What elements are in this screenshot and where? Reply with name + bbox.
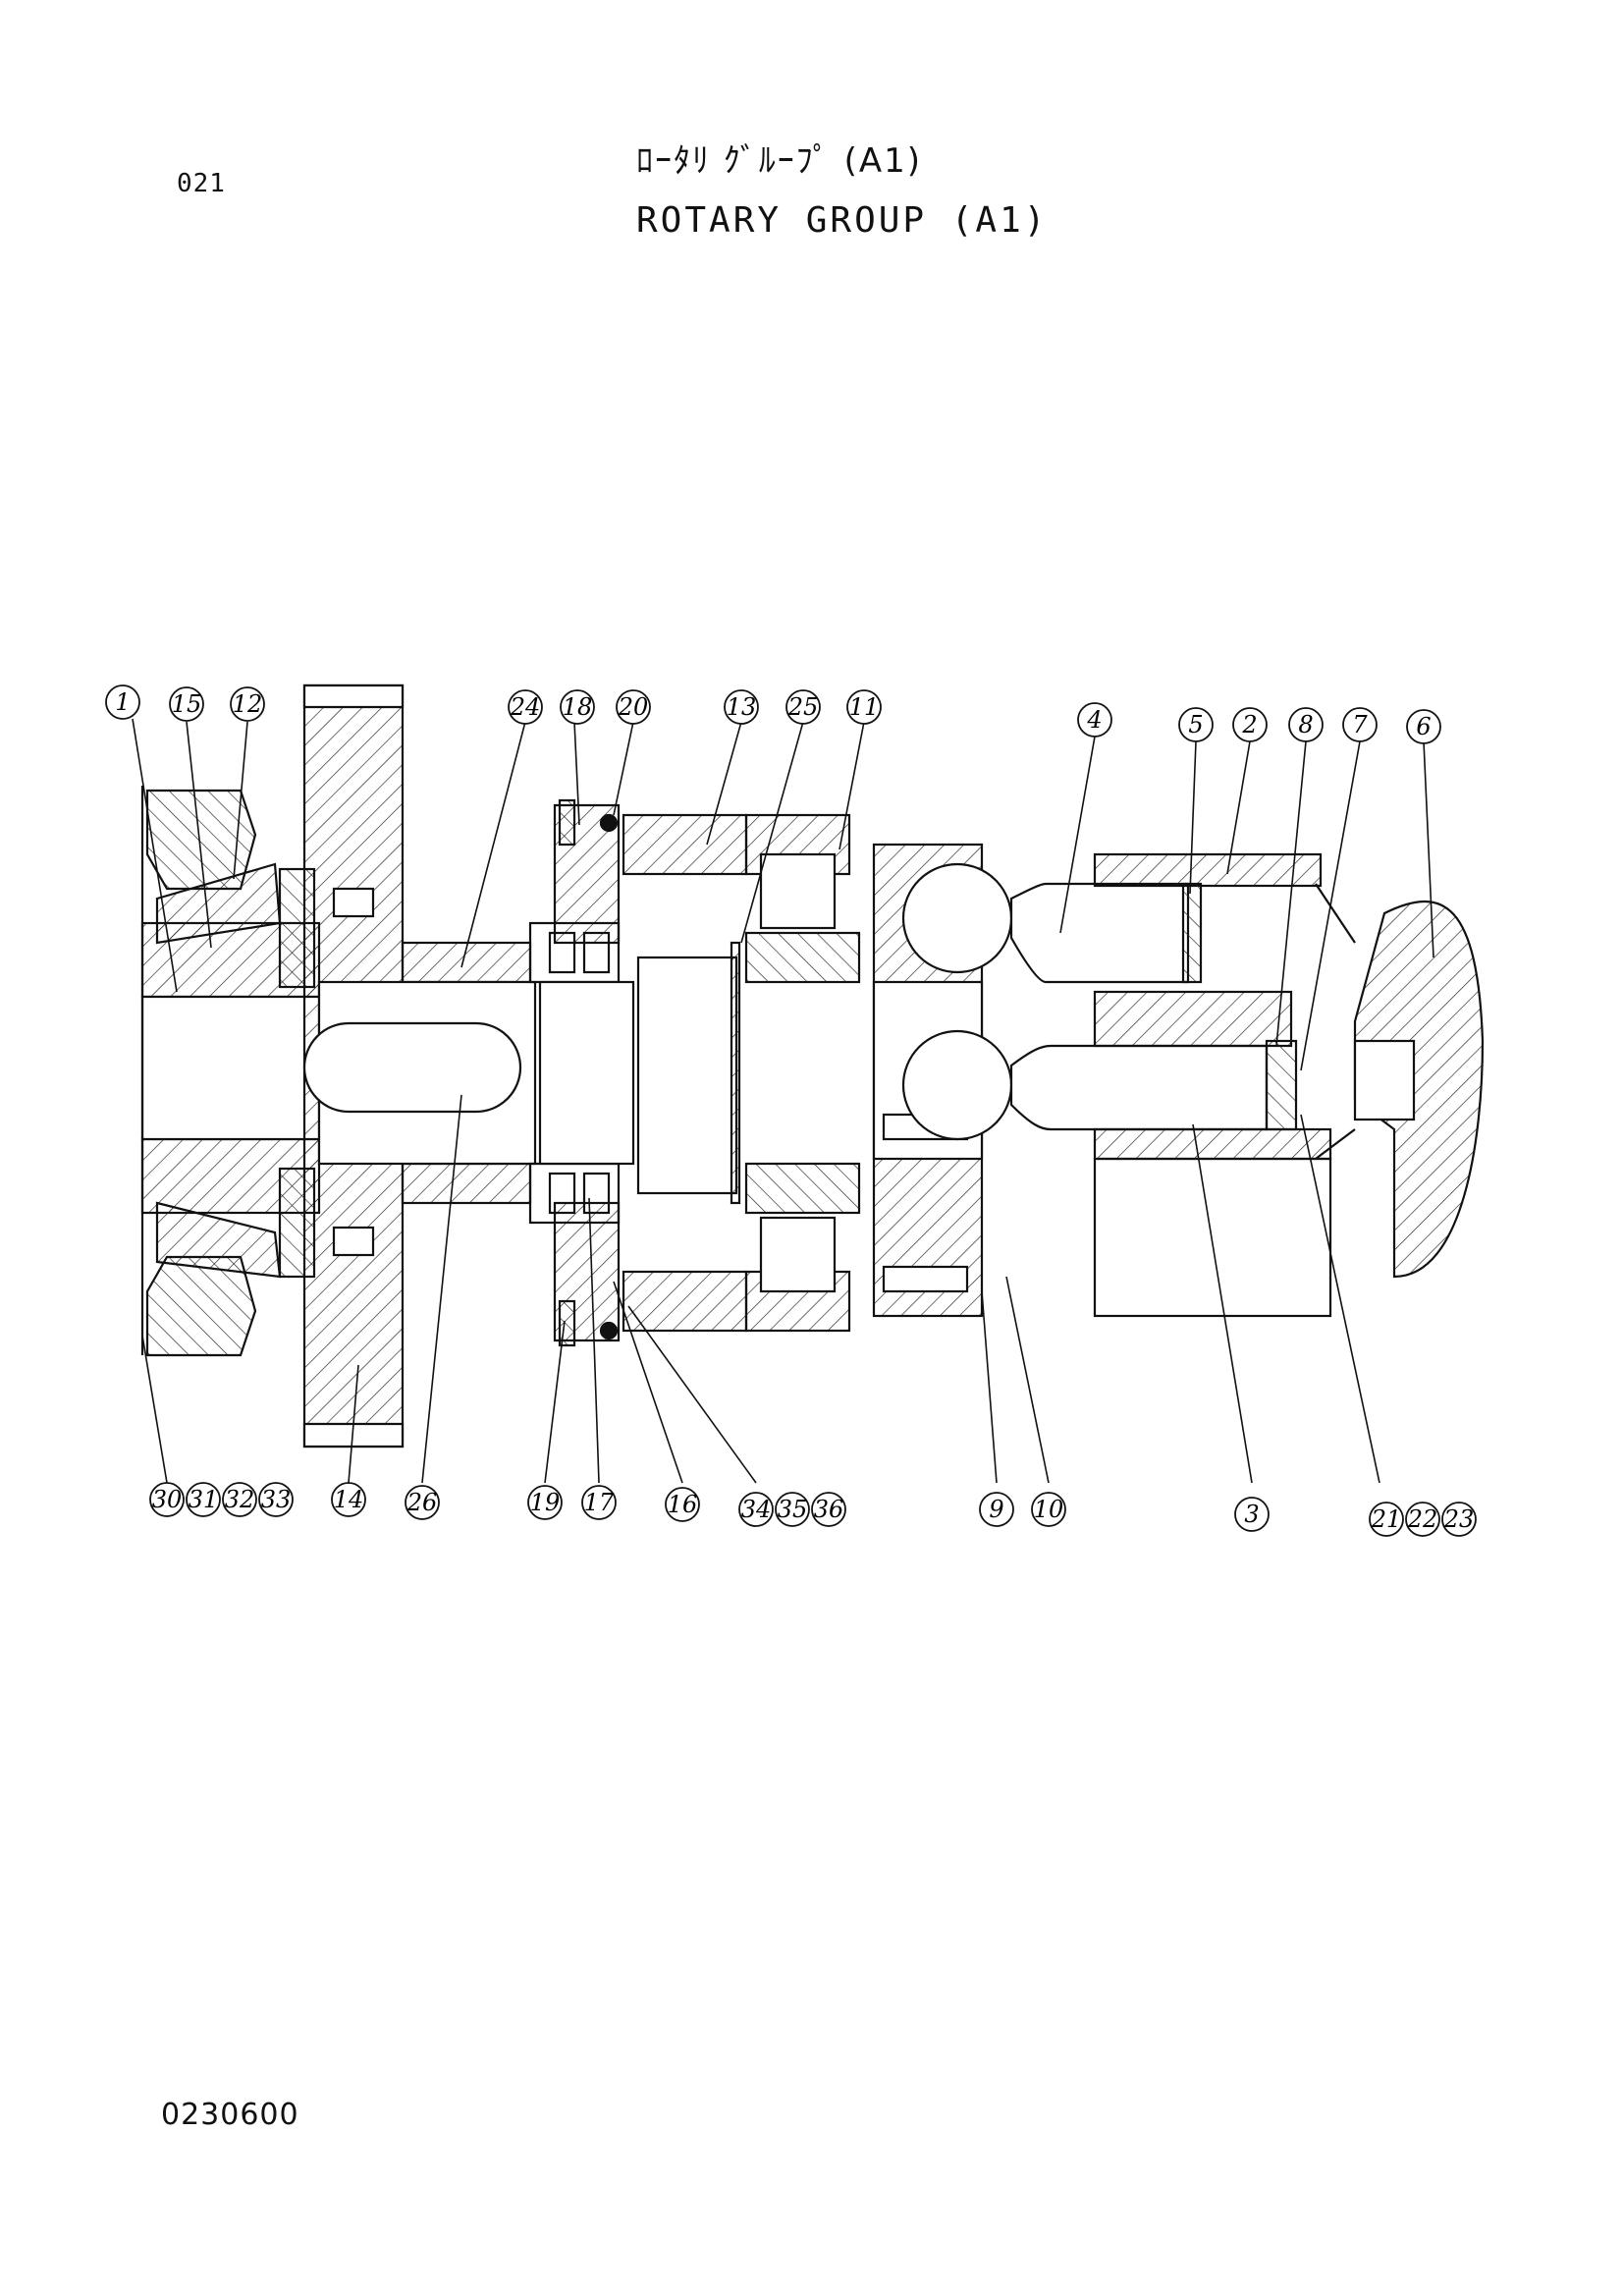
callout-5: 5: [1178, 707, 1214, 742]
callout-35-label: 35: [778, 1496, 808, 1523]
callout-7-label: 7: [1352, 711, 1368, 738]
callout-16-label: 16: [668, 1491, 698, 1518]
callout-36-label: 36: [814, 1496, 844, 1523]
callout-1: 1: [105, 684, 140, 720]
callout-4-label: 4: [1086, 706, 1102, 734]
callout-group-34-36: 34 35 36: [738, 1492, 846, 1527]
drawing-code: 0230600: [161, 2098, 299, 2132]
callout-9-label: 9: [989, 1496, 1003, 1523]
callout-15: 15: [169, 686, 204, 722]
callout-13: 13: [724, 689, 759, 725]
callout-3-label: 3: [1244, 1501, 1259, 1528]
title-english: ROTARY GROUP (A1): [636, 200, 1049, 241]
callout-4: 4: [1077, 702, 1112, 738]
leader-lines: [132, 718, 1434, 1484]
callout-31-label: 31: [189, 1486, 219, 1513]
callout-9: 9: [979, 1492, 1014, 1527]
callout-group-30-33: 30 31 32 33: [149, 1482, 294, 1517]
callout-33-label: 33: [261, 1486, 292, 1513]
callout-2-label: 2: [1241, 711, 1257, 738]
callout-15-label: 15: [172, 690, 202, 718]
callout-26: 26: [405, 1485, 440, 1520]
callout-10: 10: [1031, 1492, 1066, 1527]
callout-group-21-23: 21 22 23: [1369, 1502, 1477, 1537]
callout-17: 17: [581, 1485, 617, 1520]
page-number: 021: [177, 169, 226, 198]
callout-10-label: 10: [1034, 1496, 1064, 1523]
callout-2: 2: [1232, 707, 1268, 742]
callout-16: 16: [665, 1487, 700, 1522]
callout-3: 3: [1234, 1497, 1270, 1532]
callout-12-label: 12: [233, 690, 263, 718]
callout-12: 12: [230, 686, 265, 722]
callout-24-label: 24: [510, 693, 541, 721]
callout-32-label: 32: [225, 1486, 255, 1513]
callout-7: 7: [1342, 707, 1378, 742]
callout-13-label: 13: [727, 693, 757, 721]
callout-8: 8: [1288, 707, 1324, 742]
title-japanese: ﾛｰﾀﾘ ｸﾞﾙｰﾌﾟ (A1): [636, 141, 923, 181]
callout-24: 24: [508, 689, 543, 725]
callout-11: 11: [846, 689, 882, 725]
callout-20: 20: [616, 689, 651, 725]
callout-18-label: 18: [563, 693, 593, 721]
callout-17-label: 17: [584, 1489, 615, 1516]
callout-20-label: 20: [618, 693, 649, 721]
callout-30-label: 30: [152, 1486, 183, 1513]
callout-8-label: 8: [1298, 711, 1313, 738]
callout-6: 6: [1406, 709, 1441, 744]
callout-19: 19: [527, 1485, 563, 1520]
callout-14: 14: [331, 1482, 366, 1517]
callout-5-label: 5: [1188, 711, 1203, 738]
callout-22-label: 22: [1407, 1505, 1438, 1533]
callout-25: 25: [785, 689, 821, 725]
callout-23-label: 23: [1443, 1505, 1475, 1533]
callout-1-label: 1: [115, 688, 130, 716]
callout-18: 18: [560, 689, 595, 725]
callout-11-label: 11: [849, 693, 880, 721]
drawing-body: [140, 683, 1485, 1449]
callout-6-label: 6: [1416, 713, 1431, 740]
callout-21-label: 21: [1371, 1505, 1402, 1533]
callout-26-label: 26: [406, 1489, 438, 1516]
callout-14-label: 14: [334, 1486, 364, 1513]
callout-19-label: 19: [530, 1489, 561, 1516]
callout-25-label: 25: [787, 693, 819, 721]
callout-34-label: 34: [741, 1496, 772, 1523]
